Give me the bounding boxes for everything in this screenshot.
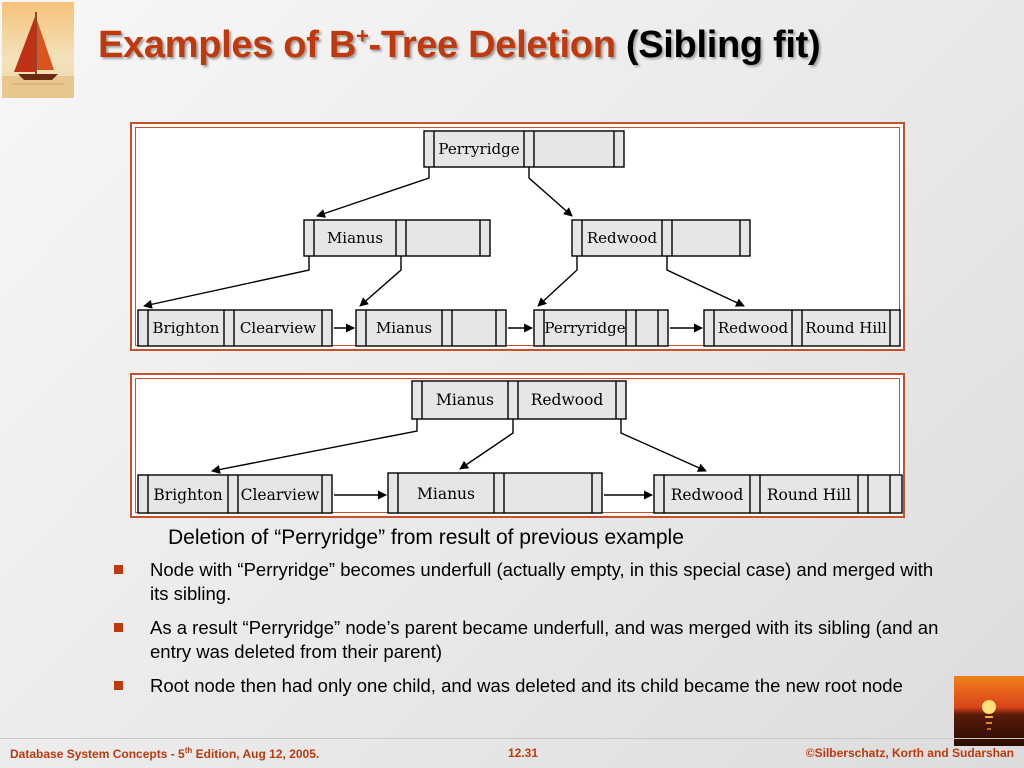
leaf1-key-b: Clearview [241, 486, 321, 504]
bullet-item: Node with “Perryridge” becomes underfull… [110, 558, 950, 606]
leaf2-key-a: Mianus [376, 319, 432, 337]
leaf3-key-b: Round Hill [767, 486, 851, 504]
title-subtitle: (Sibling fit) [625, 24, 821, 66]
leaf3-key-a: Redwood [671, 486, 744, 504]
root-key-a: Mianus [436, 391, 494, 409]
leaf4-key-a: Redwood [718, 319, 789, 337]
sunset-icon [954, 676, 1024, 746]
sailboat-icon [2, 2, 74, 98]
root-key: Perryridge [438, 140, 519, 158]
leaf3-key-a: Perryridge [544, 319, 625, 337]
internal-node-left [303, 219, 491, 257]
internal-node-right [571, 219, 751, 257]
bullet-square-icon [114, 623, 123, 632]
root-node [411, 380, 627, 420]
figure-caption: Deletion of “Perryridge” from result of … [168, 526, 684, 549]
leaf1-key-a: Brighton [153, 486, 222, 504]
leaf-node-2 [387, 472, 603, 514]
bullet-item: As a result “Perryridge” node’s parent b… [110, 616, 950, 664]
bullet-square-icon [114, 681, 123, 690]
bullet-item: Root node then had only one child, and w… [110, 674, 950, 698]
footer-divider [0, 738, 1024, 739]
tree-figure-before: Perryridge Mianus Redwood Brighton Clear… [130, 122, 905, 351]
leaf2-key-a: Mianus [417, 485, 475, 503]
leaf-node-3 [653, 474, 903, 514]
title-main: Examples of B+-Tree Deletion [98, 23, 616, 66]
leaf-node-1 [137, 474, 333, 514]
leaf-node-1 [137, 309, 333, 347]
bullet-square-icon [114, 565, 123, 574]
internal-left-key: Mianus [327, 229, 383, 247]
bullet-list: Node with “Perryridge” becomes underfull… [110, 558, 950, 708]
slide-title: Examples of B+-Tree Deletion (Sibling fi… [98, 23, 821, 67]
root-key-b: Redwood [531, 391, 604, 409]
leaf1-key-b: Clearview [240, 319, 316, 337]
leaf-node-3 [533, 309, 669, 347]
internal-right-key: Redwood [587, 229, 658, 247]
leaf1-key-a: Brighton [153, 319, 220, 337]
footer-book-title: Database System Concepts - 5th Edition, … [10, 746, 320, 761]
leaf4-key-b: Round Hill [805, 319, 887, 337]
footer-copyright: ©Silberschatz, Korth and Sudarshan [805, 746, 1014, 760]
tree-figure-after: Mianus Redwood Brighton Clearview Mianus… [130, 373, 905, 518]
leaf-node-2 [355, 309, 507, 347]
footer-page-number: 12.31 [508, 746, 539, 760]
